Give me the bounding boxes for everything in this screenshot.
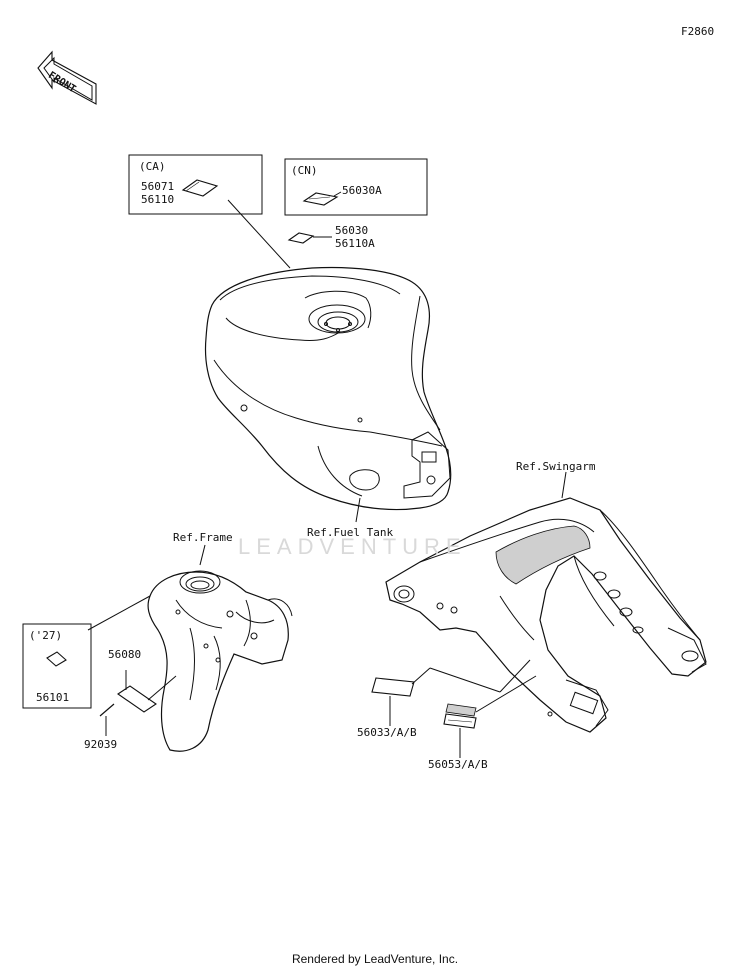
callout-56110a[interactable]: 56110A bbox=[335, 237, 375, 250]
ca-region-box bbox=[128, 154, 263, 215]
frame-drawing bbox=[147, 544, 293, 752]
callout-56030[interactable]: 56030 bbox=[335, 224, 369, 237]
ca-region-label: (CA) bbox=[139, 160, 166, 173]
swingarm-drawing bbox=[385, 471, 707, 733]
front-arrow-icon bbox=[37, 50, 97, 105]
footer-credit: Rendered by LeadVenture, Inc. bbox=[291, 952, 459, 966]
label-decal-56033 bbox=[371, 677, 415, 697]
callout-92039[interactable]: 92039 bbox=[84, 738, 118, 751]
callout-56033[interactable]: 56033/A/B bbox=[357, 726, 417, 739]
callout-56030a[interactable]: 56030A bbox=[342, 184, 382, 197]
label-decal-56030a bbox=[302, 192, 339, 206]
fuel-tank-drawing bbox=[204, 266, 452, 511]
ref-swingarm[interactable]: Ref.Swingarm bbox=[516, 460, 596, 473]
callout-56071[interactable]: 56071 bbox=[141, 180, 175, 193]
cn-region-box bbox=[284, 158, 428, 216]
cn-region-label: (CN) bbox=[291, 164, 318, 177]
diagram-id: F2860 bbox=[681, 25, 715, 38]
label-decal-56101 bbox=[46, 651, 67, 667]
label-decal-56080 bbox=[117, 685, 157, 713]
label-decal-56053 bbox=[445, 703, 477, 717]
callout-56101[interactable]: 56101 bbox=[36, 691, 70, 704]
label-decal-56030 bbox=[287, 232, 315, 244]
callout-56110[interactable]: 56110 bbox=[141, 193, 175, 206]
callout-56080[interactable]: 56080 bbox=[108, 648, 142, 661]
clip-92039 bbox=[99, 703, 115, 717]
ref-fuel-tank[interactable]: Ref.Fuel Tank bbox=[307, 526, 394, 539]
watermark: LEADVENTURE bbox=[238, 534, 467, 559]
ref-frame[interactable]: Ref.Frame bbox=[173, 531, 233, 544]
label-decal-56071 bbox=[181, 179, 219, 197]
yr27-region-box bbox=[22, 623, 92, 709]
callout-56053[interactable]: 56053/A/B bbox=[428, 758, 488, 771]
yr27-region-label: ('27) bbox=[29, 629, 63, 642]
